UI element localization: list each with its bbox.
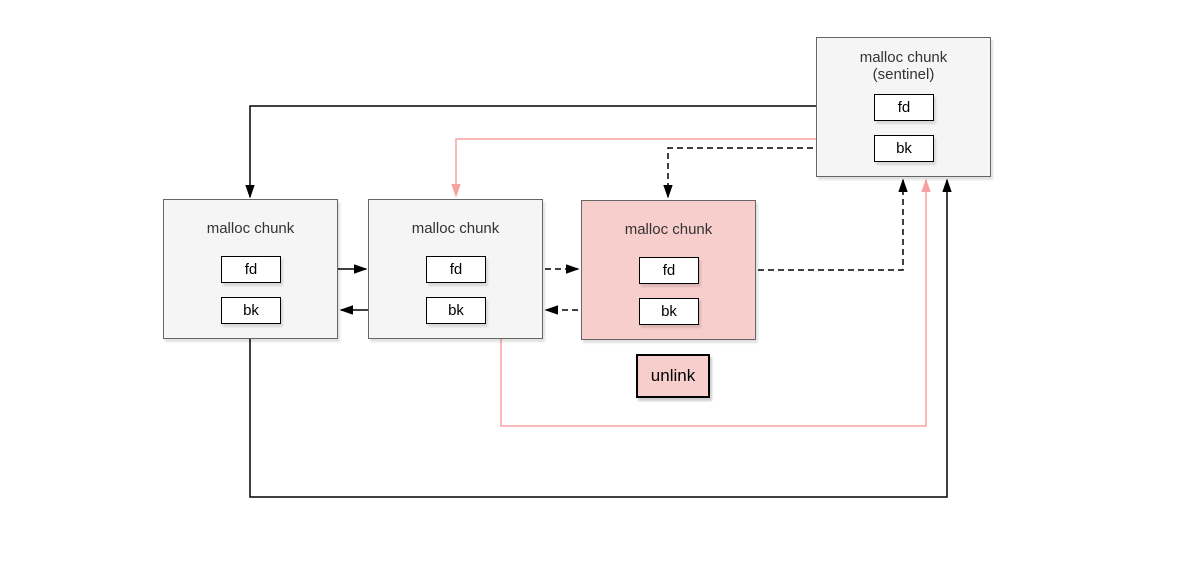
edge-chunk3-fd-to-sentinel	[698, 180, 903, 271]
fd-field: fd	[874, 94, 934, 121]
edge-chunk1-bk-to-sentinel	[249, 180, 947, 498]
bk-field: bk	[426, 297, 486, 324]
node-malloc-chunk-2: malloc chunk fd bk	[368, 199, 543, 339]
node-malloc-chunk-sentinel: malloc chunk (sentinel) fd bk	[816, 37, 991, 177]
node-malloc-chunk-unlinked: malloc chunk fd bk	[581, 200, 756, 340]
edge-sentinel-fd-to-chunk1	[250, 105, 873, 197]
edge-sentinel-bk-to-chunk3	[668, 147, 873, 197]
node-subtitle-text: (sentinel)	[872, 66, 935, 83]
edge-sentinel-bk-to-chunk2	[456, 138, 873, 196]
node-title-text: malloc chunk	[206, 219, 295, 237]
node-title: malloc chunk	[369, 200, 542, 256]
bk-field: bk	[221, 297, 281, 324]
fd-field: fd	[221, 256, 281, 283]
bk-field: bk	[639, 298, 699, 325]
node-title-text: malloc chunk	[624, 220, 713, 238]
fd-field: fd	[639, 257, 699, 284]
node-title: malloc chunk	[582, 201, 755, 257]
node-malloc-chunk-1: malloc chunk fd bk	[163, 199, 338, 339]
bk-field: bk	[874, 135, 934, 162]
node-title-text: malloc chunk	[411, 219, 500, 237]
node-title-text: malloc chunk	[859, 49, 948, 66]
unlink-label: unlink	[636, 354, 710, 398]
node-title: malloc chunk (sentinel)	[817, 38, 990, 94]
fd-field: fd	[426, 256, 486, 283]
node-title: malloc chunk	[164, 200, 337, 256]
